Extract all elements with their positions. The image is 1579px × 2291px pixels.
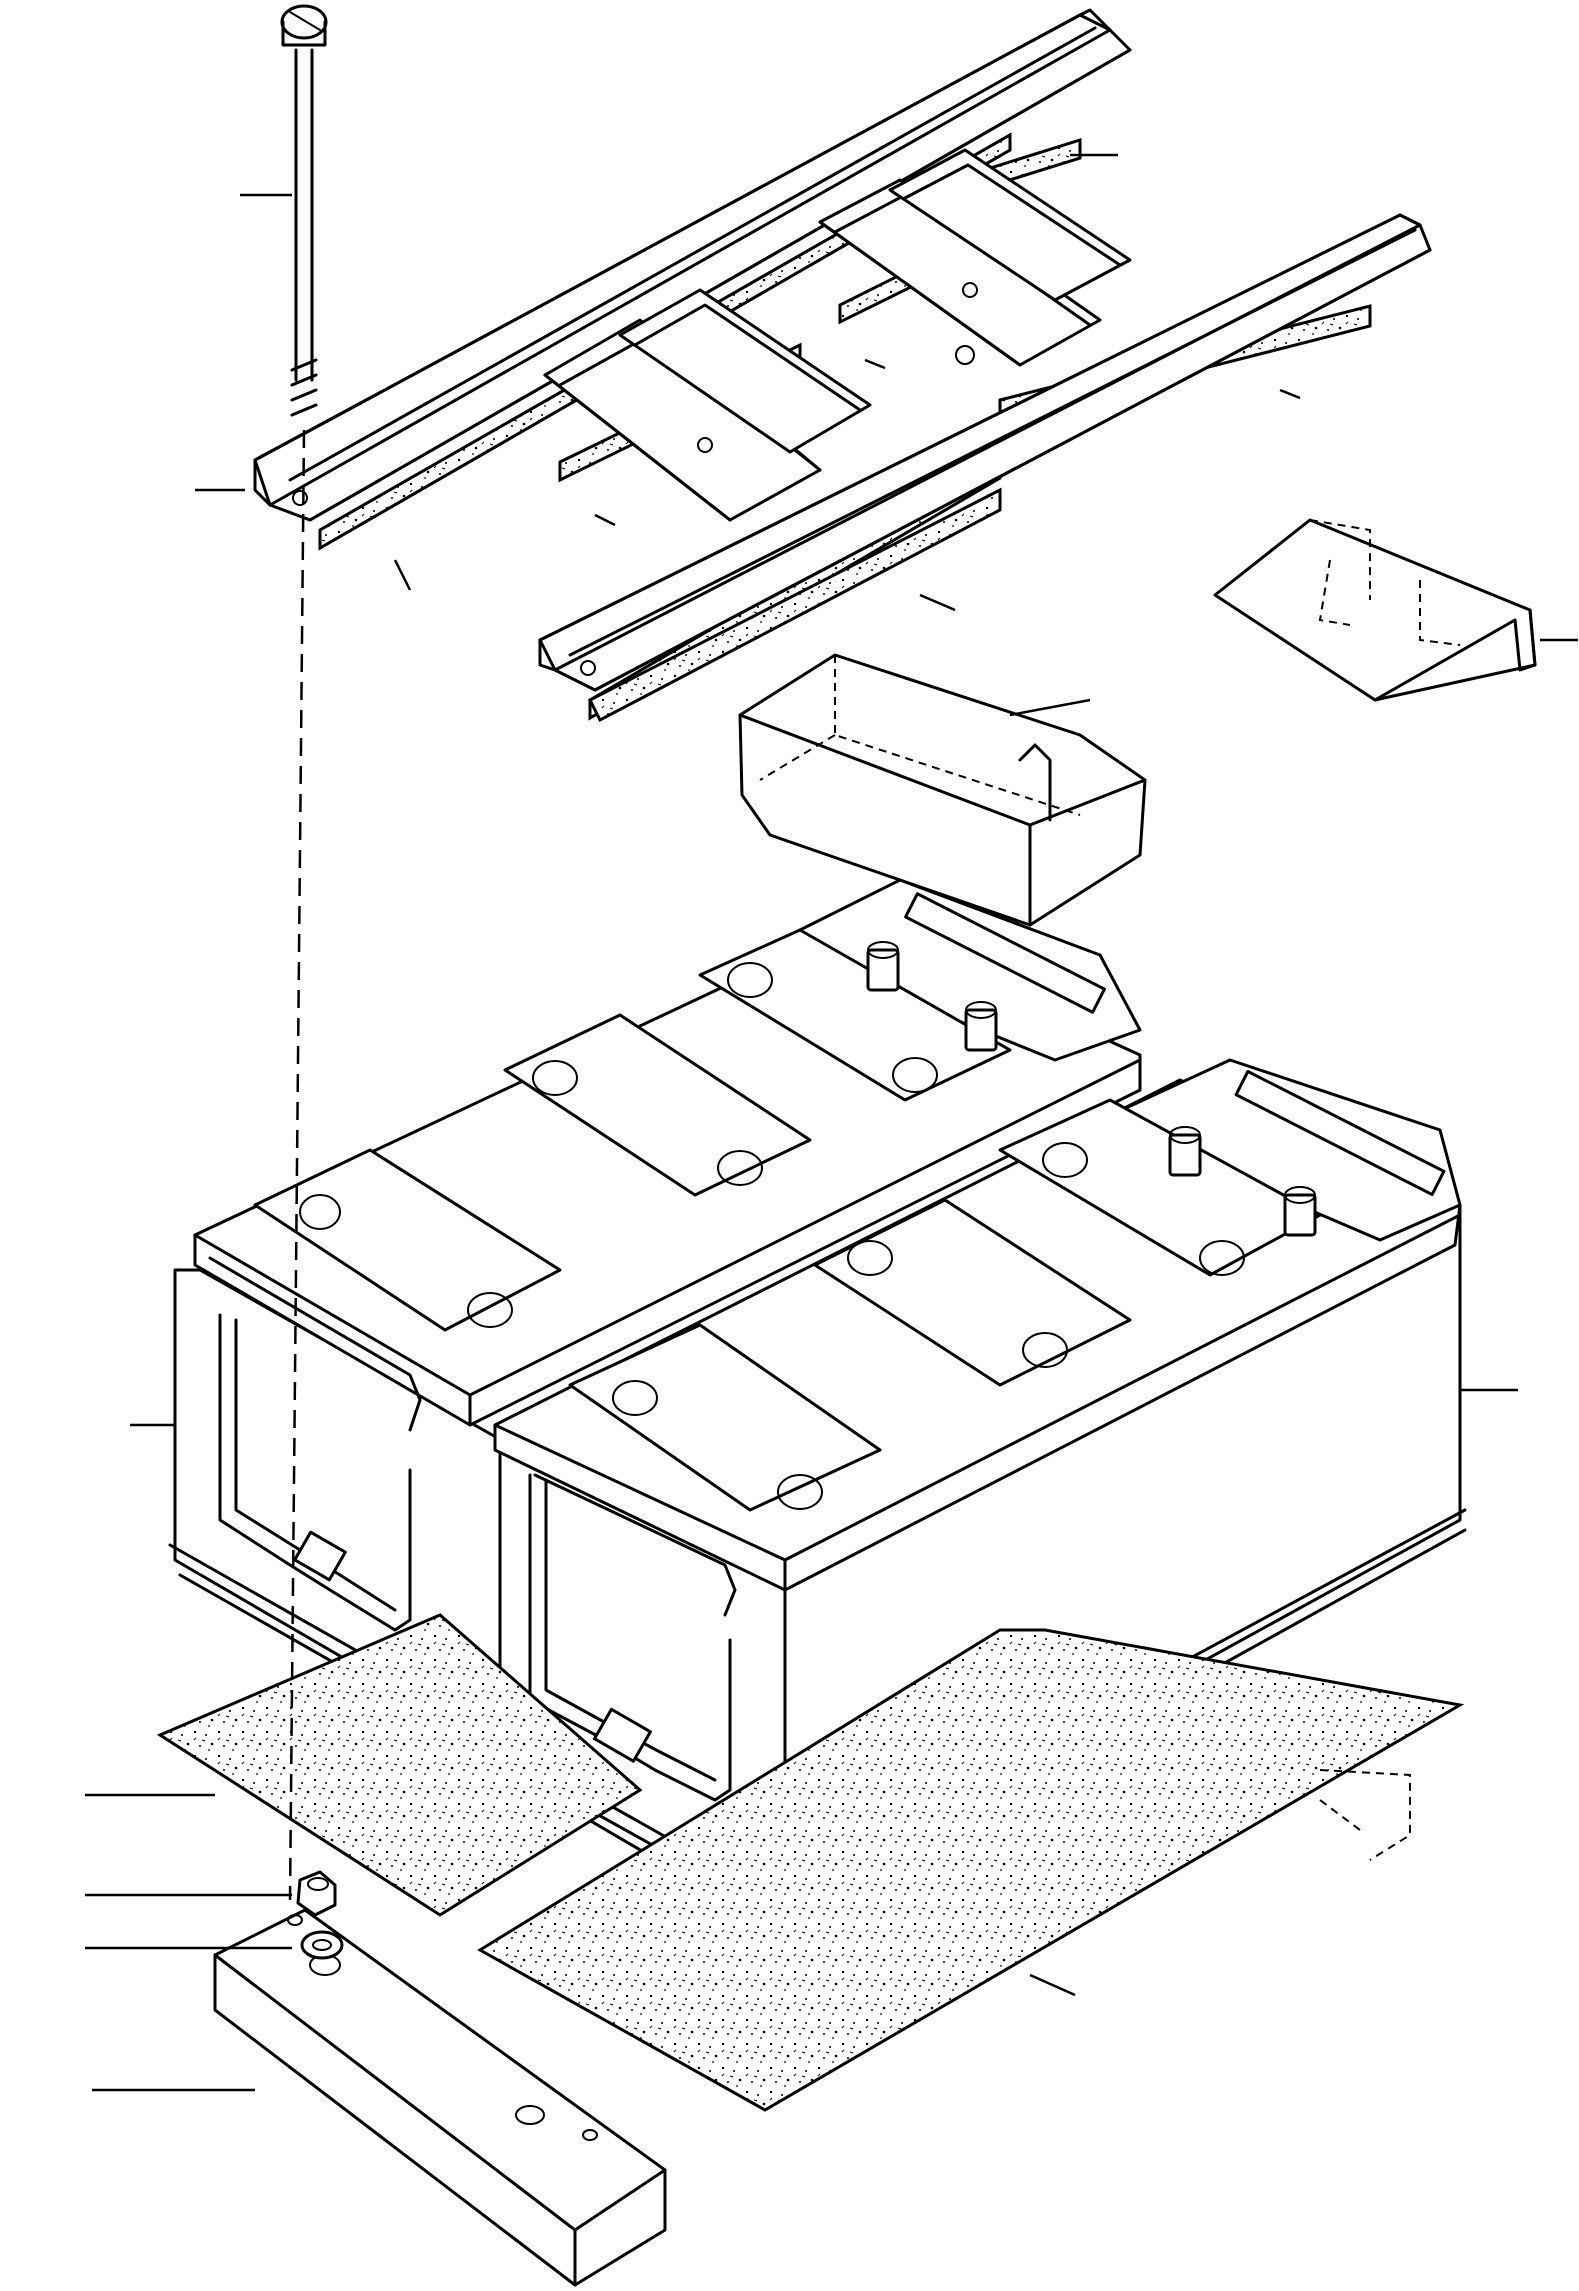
battery-1: [168, 878, 1142, 1742]
battery-1-handle-grip: [293, 1530, 347, 1582]
battery-frame-top: [253, 8, 1432, 723]
battery-1-vent-cap: [299, 1194, 341, 1230]
callout-leader: [1279, 388, 1301, 400]
battery-1-handle: [218, 1313, 412, 1632]
battery-2-vent-cap: [777, 1474, 823, 1510]
battery-2-handle-grip: [592, 1707, 652, 1763]
battery-1-terminal-pos: [866, 948, 900, 992]
callout-leaders: [85, 153, 1578, 2092]
corner-bracket-plate: [1213, 518, 1537, 702]
callout-leader: [594, 513, 616, 527]
fasteners: [280, 4, 344, 1960]
rail-hole-left: [292, 490, 308, 506]
battery-2-vent-cap: [1199, 1240, 1245, 1276]
tie-rod: [294, 48, 314, 382]
battery-1-terminal-neg: [964, 1008, 998, 1052]
battery-2-terminal-pos: [1168, 1133, 1202, 1177]
battery-2-top-bar: [1234, 1069, 1446, 1197]
battery-1-cap-panel-a: [253, 1148, 562, 1332]
battery-2-cap-panel-b: [813, 1198, 1132, 1387]
battery-2-cap-panel-a: [568, 1323, 882, 1512]
callout-leader: [393, 559, 412, 591]
cover-box-body: [738, 653, 1147, 927]
battery-1-vent-cap: [892, 1057, 938, 1093]
cross-member-4: [888, 148, 1132, 302]
battery-2-vent-cap: [1022, 1332, 1068, 1368]
battery-1-rear-hump: [768, 878, 1142, 1062]
battery-1-vent-cap: [532, 1060, 578, 1096]
battery-1-top-bar: [904, 892, 1106, 1014]
battery-1-cap-panel-c: [698, 928, 1012, 1102]
battery-1-vent-cap: [467, 1292, 513, 1328]
battery-1-vent-cap: [717, 1150, 763, 1186]
battery-2-vent-cap: [612, 1380, 658, 1416]
tie-rod-head: [280, 4, 328, 40]
base-mats: [156, 1613, 1465, 2112]
battery-1-vent-cap: [727, 962, 773, 998]
rail-hole-right: [580, 660, 596, 676]
callout-leader: [1009, 698, 1091, 717]
battery-2-rear-hump: [1098, 1058, 1462, 1242]
base-mat-left: [156, 1613, 643, 1917]
assembly-axis-line: [288, 429, 306, 1901]
battery-2-vent-cap: [847, 1240, 893, 1276]
battery-2-terminal-neg: [1283, 1193, 1317, 1237]
spring-washer: [300, 1930, 344, 1960]
callout-leader: [919, 593, 956, 612]
callout-leader: [1029, 1973, 1076, 1997]
corner-bracket: [1213, 518, 1537, 702]
connector-cover-box: [738, 653, 1147, 927]
battery-1-terminals: [866, 941, 998, 1052]
cross-member-2: [618, 288, 872, 454]
battery-2-vent-cap: [1042, 1142, 1088, 1178]
battery-2-terminals: [1168, 1126, 1317, 1237]
hidden-support: [1319, 1769, 1411, 1861]
battery-1-cap-panel-b: [503, 1013, 812, 1197]
battery-2-cap-panel-c: [998, 1098, 1322, 1277]
battery-2: [483, 1058, 1467, 1922]
clamp-bar-body: [213, 1908, 667, 2287]
base-mat-right: [477, 1628, 1465, 2112]
clamp-bar: [213, 1908, 667, 2287]
callout-leader: [864, 358, 886, 370]
